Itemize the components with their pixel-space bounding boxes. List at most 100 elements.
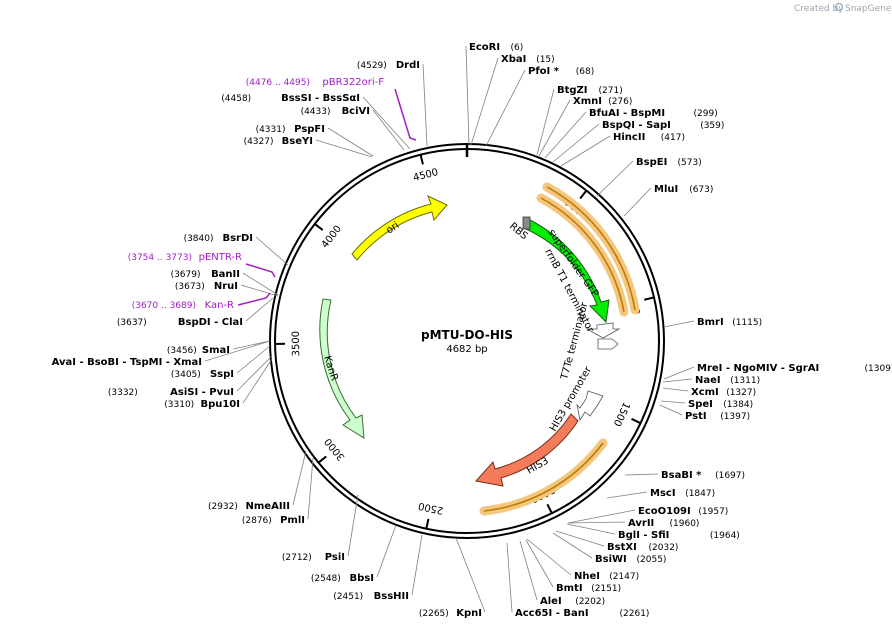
site-smai[interactable]: SmaI [202, 345, 230, 356]
site-pos-nmeaiii: (2932) [208, 502, 238, 512]
leader-naei [662, 378, 693, 383]
site-bmti[interactable]: BmtI [556, 583, 583, 594]
site-pos-nrui: (3673) [175, 282, 205, 292]
site-hincii[interactable]: HincII [613, 132, 645, 143]
site-pos-bcivi: (4433) [301, 107, 331, 117]
site-ecoo109i[interactable]: EcoO109I [638, 506, 691, 517]
site-bspqi-sapi[interactable]: BspQI - SapI [602, 120, 671, 131]
site-pos-bbsi: (2548) [311, 574, 341, 584]
site-xcmi[interactable]: XcmI [691, 387, 719, 398]
site-pos-bsabi: (1697) [715, 471, 745, 481]
site-pos-bsshii: (2451) [333, 592, 363, 602]
site-pos-naei: (1311) [730, 376, 760, 386]
site-alei[interactable]: AleI [540, 596, 562, 607]
site-bpu10i[interactable]: Bpu10I [200, 399, 240, 410]
site-naei[interactable]: NaeI [695, 375, 721, 386]
leader-xbai [470, 57, 499, 146]
tick-1000 [644, 296, 655, 301]
leader-bsabi [624, 473, 659, 476]
site-pos-ecori: (6) [511, 43, 524, 53]
site-xmni[interactable]: XmnI [573, 96, 602, 107]
leader-bpu10i [242, 358, 273, 404]
leader-msci [606, 491, 648, 499]
site-bsiwi[interactable]: BsiWI [595, 554, 627, 565]
site-pos-bsrdi: (3840) [184, 234, 214, 244]
site-btgzi[interactable]: BtgZI [557, 85, 588, 96]
leader-bseyi [315, 139, 373, 158]
site-bstxi[interactable]: BstXI [607, 542, 637, 553]
site-pos-bspdi-clai: (3637) [117, 318, 147, 328]
site-bspei[interactable]: BspEI [636, 157, 667, 168]
site-xbai[interactable]: XbaI [501, 54, 526, 65]
site-pos-avrii: (1960) [670, 519, 700, 529]
site-ecori[interactable]: EcoRI [469, 42, 500, 53]
leader-bspei [596, 160, 634, 197]
site-nhei[interactable]: NheI [574, 571, 600, 582]
site-bgli-sfii[interactable]: BglI - SfiI [618, 530, 669, 541]
tick-3000 [317, 455, 327, 464]
site-psii[interactable]: PsiI [325, 552, 345, 563]
site-pspfi[interactable]: PspFI [294, 124, 325, 135]
site-pos-drdi: (4529) [357, 61, 387, 71]
feature-label-kanr: KanR [321, 355, 339, 383]
primer-pentr-r[interactable]: pENTR-R [199, 252, 242, 263]
site-bmri[interactable]: BmrI [697, 317, 724, 328]
leader-spei [660, 400, 686, 404]
site-pos-xmni: (276) [608, 97, 632, 107]
primer-pbr322ori-f[interactable]: pBR322ori-F [322, 77, 384, 88]
site-bcivi[interactable]: BciVI [342, 106, 370, 117]
site-bsssi-bsss-i[interactable]: BssSI - BssSαI [281, 93, 360, 104]
site-avrii[interactable]: AvrII [628, 518, 654, 529]
leader-avrii [567, 521, 626, 524]
feature-his3[interactable]: HIS3 [475, 413, 579, 487]
site-bspdi-clai[interactable]: BspDI - ClaI [178, 317, 243, 328]
site-pmli[interactable]: PmlI [280, 515, 305, 526]
site-sspi[interactable]: SspI [210, 369, 234, 380]
site-pos-xbai: (15) [536, 55, 554, 65]
orf-band-gfp [536, 182, 640, 317]
tick-2000 [546, 503, 553, 514]
site-kpni[interactable]: KpnI [456, 608, 482, 619]
site-mrei-ngomiv-sgrai[interactable]: MreI - NgoMIV - SgrAI [697, 363, 819, 374]
site-pos-hincii: (417) [661, 133, 685, 143]
site-pos-sspi: (3405) [171, 370, 201, 380]
site-banii[interactable]: BanII [211, 269, 240, 280]
site-nrui[interactable]: NruI [214, 281, 238, 292]
site-pos-bfuai-bspmi: (299) [694, 109, 718, 119]
leader-bmti [525, 539, 554, 588]
site-psti[interactable]: PstI [685, 411, 707, 422]
site-pos-bpu10i: (3310) [164, 400, 194, 410]
site-bbsi[interactable]: BbsI [350, 573, 374, 584]
leader-kpni [455, 537, 486, 613]
site-pos-nhei: (2147) [609, 572, 639, 582]
primer-pos-pbr322ori-f: (4476 .. 4495) [246, 78, 310, 88]
site-mlui[interactable]: MluI [654, 184, 678, 195]
leader-bstxi [555, 530, 605, 547]
site-bsshii[interactable]: BssHII [374, 591, 409, 602]
leader-asisi-pvui [236, 355, 273, 392]
primer-pos-kan-r: (3670 .. 3689) [132, 301, 196, 311]
orf-band-his3 [479, 438, 608, 516]
site-bsrdi[interactable]: BsrDI [222, 233, 253, 244]
site-bfuai-bspmi[interactable]: BfuAI - BspMI [589, 108, 665, 119]
feature-ori[interactable]: ori [351, 195, 448, 261]
site-drdi[interactable]: DrdI [396, 60, 420, 71]
primer-kan-r[interactable]: Kan-R [205, 300, 234, 311]
leader-mrei-ngomiv-sgrai [663, 366, 695, 380]
tick-label-1500: 1500 [611, 400, 632, 428]
site-bsabi[interactable]: BsaBI * [661, 470, 702, 481]
site-pfoi[interactable]: PfoI * [528, 66, 560, 77]
site-bseyi[interactable]: BseYI [282, 136, 313, 147]
site-pos-bspqi-sapi: (359) [700, 121, 724, 131]
site-avai-bsobi-tspmi-xmai[interactable]: AvaI - BsoBI - TspMI - XmaI [52, 357, 202, 368]
feature-kanr[interactable]: KanR [319, 298, 365, 439]
site-spei[interactable]: SpeI [688, 399, 713, 410]
site-nmeaiii[interactable]: NmeAIII [246, 501, 290, 512]
leader-bcivi [372, 109, 405, 151]
leader-hincii [560, 135, 611, 167]
site-msci[interactable]: MscI [650, 488, 676, 499]
plasmid-size: 4682 bp [446, 344, 487, 355]
site-acc65i-bani[interactable]: Acc65I - BanI [515, 608, 589, 619]
leader-acc65i-bani [506, 542, 513, 613]
site-asisi-pvui[interactable]: AsiSI - PvuI [170, 387, 234, 398]
